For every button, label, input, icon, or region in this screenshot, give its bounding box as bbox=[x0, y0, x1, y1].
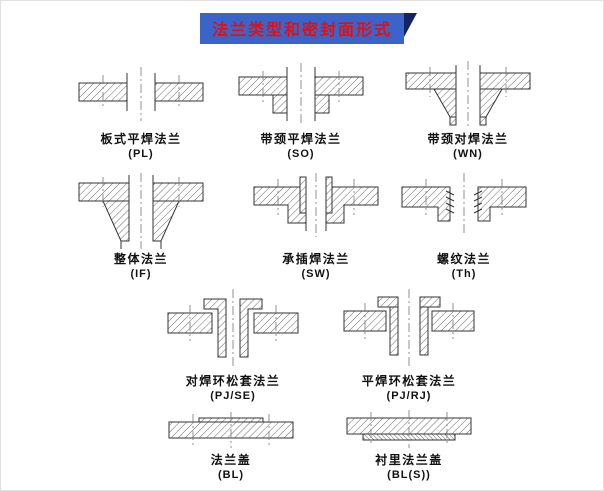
flange-name: 衬里法兰盖 bbox=[375, 453, 443, 467]
flange-code: (WN) bbox=[453, 148, 483, 161]
flange-name: 螺纹法兰 bbox=[436, 252, 491, 266]
flange-drawing-sw bbox=[253, 173, 379, 237]
flange-figure-th: 螺纹法兰 (Th) bbox=[384, 171, 544, 282]
flange-code: (PL) bbox=[128, 148, 154, 161]
title-corner-icon bbox=[404, 13, 418, 37]
flange-drawing-pjrj bbox=[343, 289, 475, 369]
flange-figure-bl: 法兰盖 (BL) bbox=[151, 408, 311, 483]
flange-code: (Th) bbox=[451, 268, 477, 281]
flange-code: (PJ/RJ) bbox=[386, 390, 432, 403]
flange-drawing-if bbox=[78, 173, 204, 249]
flange-drawing-th bbox=[401, 173, 527, 233]
flange-code: (PJ/SE) bbox=[210, 390, 256, 403]
flange-code: (BL) bbox=[218, 469, 244, 482]
flange-label-bl: 法兰盖 (BL) bbox=[151, 452, 311, 483]
flange-label-pl: 板式平焊法兰 (PL) bbox=[61, 131, 221, 162]
flange-name: 板式平焊法兰 bbox=[100, 132, 182, 146]
flange-name: 承插焊法兰 bbox=[282, 252, 350, 266]
flange-figure-pjrj: 平焊环松套法兰 (PJ/RJ) bbox=[324, 285, 494, 404]
flange-figure-pjse: 对焊环松套法兰 (PJ/SE) bbox=[148, 285, 318, 404]
flange-name: 对焊环松套法兰 bbox=[185, 374, 281, 388]
flange-label-th: 螺纹法兰 (Th) bbox=[384, 251, 544, 282]
flange-code: (IF) bbox=[130, 268, 152, 281]
flange-figure-if: 整体法兰 (IF) bbox=[61, 171, 221, 282]
flange-drawing-so bbox=[238, 63, 364, 125]
flange-figure-bls: 衬里法兰盖 (BL(S)) bbox=[329, 408, 489, 483]
flange-drawing-pl bbox=[78, 67, 204, 121]
flange-label-so: 带颈平焊法兰 (SO) bbox=[221, 131, 381, 162]
flange-figure-sw: 承插焊法兰 (SW) bbox=[236, 171, 396, 282]
page-title-text: 法兰类型和密封面形式 bbox=[211, 22, 393, 39]
flange-name: 整体法兰 bbox=[113, 252, 168, 266]
flange-label-pjse: 对焊环松套法兰 (PJ/SE) bbox=[148, 373, 318, 404]
flange-label-sw: 承插焊法兰 (SW) bbox=[236, 251, 396, 282]
flange-code: (SW) bbox=[301, 268, 331, 281]
flange-code: (SO) bbox=[287, 148, 315, 161]
page-title: 法兰类型和密封面形式 bbox=[199, 13, 418, 44]
flange-code: (BL(S)) bbox=[387, 469, 431, 482]
flange-drawing-wn bbox=[405, 61, 531, 129]
flange-name: 带颈平焊法兰 bbox=[260, 132, 342, 146]
flange-name: 法兰盖 bbox=[210, 453, 252, 467]
flange-label-if: 整体法兰 (IF) bbox=[61, 251, 221, 282]
flange-label-bls: 衬里法兰盖 (BL(S)) bbox=[329, 452, 489, 483]
flange-name: 带颈对焊法兰 bbox=[427, 132, 509, 146]
flange-figure-so: 带颈平焊法兰 (SO) bbox=[221, 59, 381, 162]
flange-drawing-bl bbox=[168, 412, 294, 448]
flange-label-wn: 带颈对焊法兰 (WN) bbox=[388, 131, 548, 162]
flange-label-pjrj: 平焊环松套法兰 (PJ/RJ) bbox=[324, 373, 494, 404]
flange-figure-pl: 板式平焊法兰 (PL) bbox=[61, 59, 221, 162]
flange-name: 平焊环松套法兰 bbox=[361, 374, 457, 388]
flange-drawing-pjse bbox=[167, 289, 299, 369]
flange-drawing-bls bbox=[346, 410, 472, 448]
flange-figure-wn: 带颈对焊法兰 (WN) bbox=[388, 59, 548, 162]
